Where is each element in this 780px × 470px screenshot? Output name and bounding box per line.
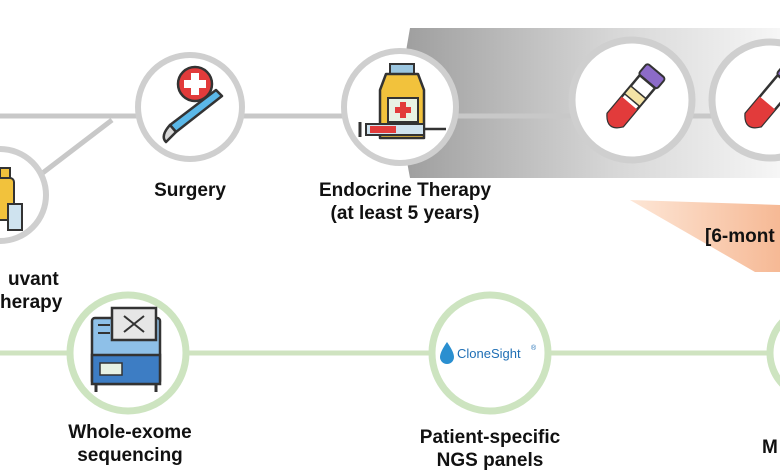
surgery-node — [135, 52, 245, 162]
clonesight-drop-icon — [440, 342, 454, 364]
sequencer-icon — [90, 306, 162, 392]
monitoring-wedge — [630, 200, 780, 272]
surgery-label: Surgery — [154, 180, 226, 201]
neoadjuvant-node — [0, 146, 49, 244]
registered-mark: ® — [531, 344, 537, 352]
third-step-label: M — [762, 437, 778, 458]
blood-tube-icon — [744, 63, 780, 129]
ngs-panel-node: CloneSight ® — [428, 291, 552, 415]
ngs-panel-label: Patient-specific NGS panels — [419, 427, 561, 470]
neoadjuvant-label: uvant herapy — [0, 269, 63, 313]
third-sequencing-node — [766, 319, 780, 387]
endocrine-label: Endocrine Therapy (at least 5 years) — [318, 180, 492, 224]
scalpel-icon — [162, 65, 224, 144]
blood-draw-node-1 — [568, 36, 696, 164]
monitoring-interval-label: [6-mont — [705, 226, 775, 247]
vial-syringe-icon — [358, 63, 446, 140]
blood-draw-node-2 — [708, 38, 780, 162]
iv-bag-icon — [0, 167, 23, 231]
wes-node — [66, 291, 190, 415]
clonesight-logo: CloneSight — [457, 346, 521, 361]
blood-tube-icon — [606, 63, 666, 129]
wes-label: Whole-exome sequencing — [68, 422, 192, 466]
endocrine-node — [341, 48, 459, 166]
